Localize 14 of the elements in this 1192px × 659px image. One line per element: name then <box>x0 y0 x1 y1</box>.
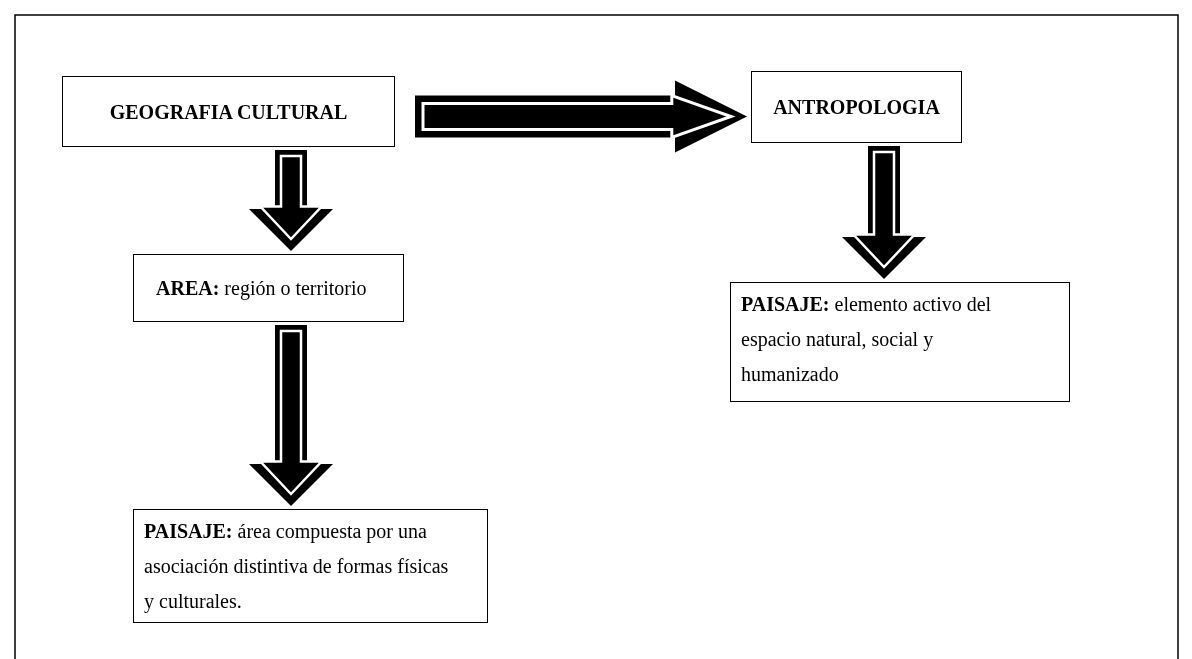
text-box <box>730 282 1070 402</box>
text-box <box>751 71 962 143</box>
box-text: ANTROPOLOGIA <box>773 95 940 119</box>
text-box <box>133 509 488 623</box>
box-text: AREA: región o territorio <box>156 276 367 302</box>
box-text: PAISAJE: área compuesta por una asociación distintiva de formas físicas y culturales. <box>144 520 449 612</box>
text-box <box>133 254 404 322</box>
block-arrow <box>415 80 747 153</box>
box-text: PAISAJE: elemento activo del espacio natural, social y humanizado <box>741 293 992 385</box>
box-text: GEOGRAFIA CULTURAL <box>109 99 348 124</box>
block-arrow <box>842 146 926 279</box>
text-box <box>62 76 395 147</box>
block-arrow <box>249 325 333 506</box>
block-arrow <box>249 150 333 251</box>
